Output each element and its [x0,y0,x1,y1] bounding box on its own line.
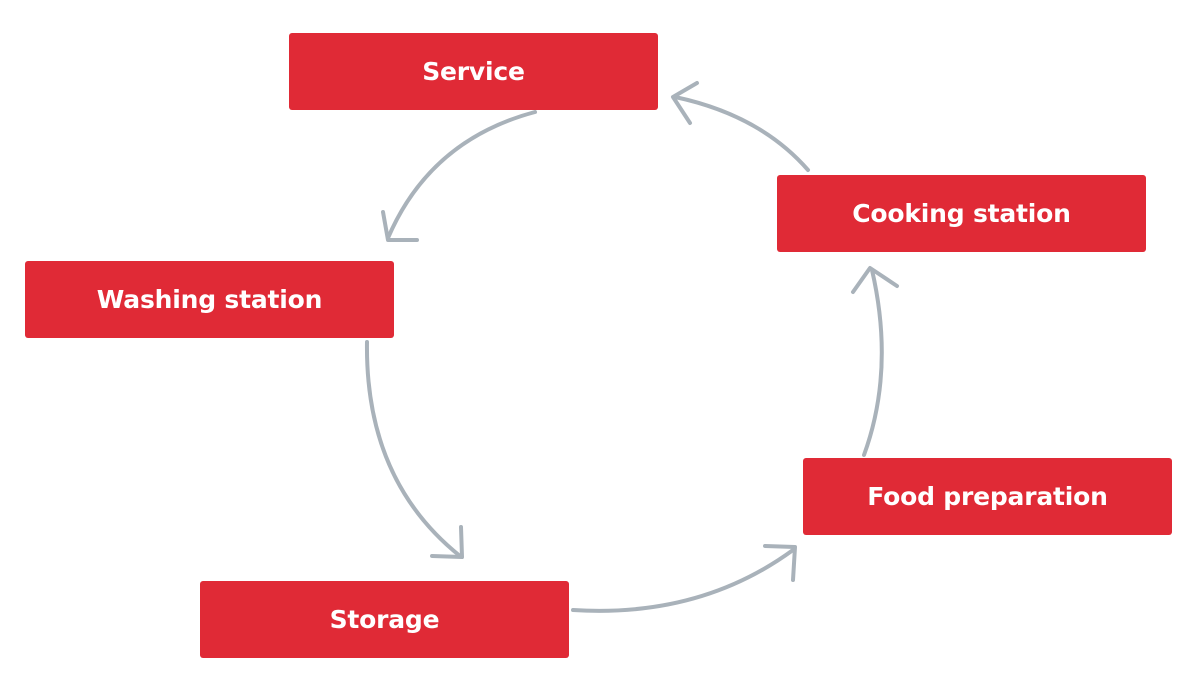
arrow-line [386,110,537,240]
arrow-washing-to-storage [364,340,464,559]
node-washing-station: Washing station [25,261,394,338]
arrow-head [851,266,899,294]
node-label: Service [422,57,525,86]
arrow-head [430,525,464,559]
node-service: Service [289,33,658,110]
arrow-head [671,81,699,125]
arrow-line [862,268,884,457]
arrow-head [381,210,419,242]
node-label: Storage [329,605,440,634]
arrow-cooking-to-service [671,81,810,172]
arrow-head [763,544,797,582]
arrow-service-to-washing [381,110,537,242]
arrow-storage-to-food [571,544,797,613]
node-label: Food preparation [867,482,1108,511]
node-cooking-station: Cooking station [777,175,1146,252]
arrow-line [364,340,462,558]
arrow-line [673,95,810,172]
node-storage: Storage [200,581,569,658]
arrow-line [571,548,795,613]
node-label: Washing station [96,285,323,314]
node-label: Cooking station [852,199,1071,228]
arrow-food-to-cooking [851,266,899,457]
node-food-preparation: Food preparation [803,458,1172,535]
